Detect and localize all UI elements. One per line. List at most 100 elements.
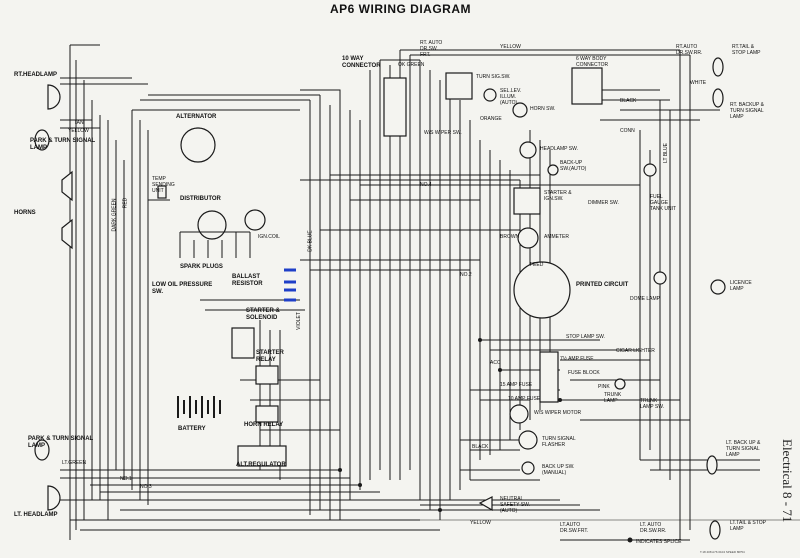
six-way-connector-symbol — [571, 67, 603, 105]
lt-auto-rr-label: LT. AUTO DR.SW.RR. — [640, 522, 667, 534]
fuel-gauge-symbol — [643, 163, 657, 177]
cigar-label: CIGAR LIGHTER — [616, 348, 655, 354]
neutral-safety-label: NEUTRAL SAFETY SW. (AUTO) — [500, 496, 530, 514]
turn-flasher-label: TURN SIGNAL FLASHER — [542, 436, 576, 448]
park-turn-bottom-label: PARK & TURN SIGNAL LAMP — [28, 436, 94, 449]
distributor-symbol — [197, 210, 227, 240]
lt-auto-frt-label: LT.AUTO DR.SW.FRT. — [560, 522, 589, 534]
sel-lev-label: SEL.LEV. ILLUM. (AUTO) — [500, 88, 522, 106]
starter-relay-label: STARTER RELAY — [256, 350, 284, 363]
horn-bottom-symbol — [61, 218, 73, 250]
wire-label-red: RED — [122, 197, 129, 209]
alternator-symbol — [180, 127, 216, 163]
horn-relay-symbol — [255, 405, 279, 423]
ws-wiper-motor-label: W/S WIPER MOTOR — [534, 410, 582, 416]
wire-label-yellow-top: YELLOW — [500, 44, 521, 50]
splice-dots — [338, 338, 633, 543]
page-reference-text: Electrical 8 - 71 — [780, 439, 795, 523]
rt-tail-label: RT.TAIL & STOP LAMP — [732, 44, 761, 56]
turn-sig-sw-symbol — [445, 72, 473, 100]
park-lamp-top-symbol — [34, 129, 50, 151]
battery-symbol — [177, 396, 221, 418]
turn-sig-sw-label: TURN SIG.SW. — [476, 74, 511, 80]
wire-label-yellow-left: YELLOW — [68, 128, 89, 134]
headlamp-sw-symbol — [519, 141, 537, 159]
rt-backup-label: RT. BACKUP & TURN SIGNAL LAMP — [730, 102, 764, 120]
rt-headlamp-label: RT.HEADLAMP — [14, 72, 57, 78]
rt-backup-symbol — [712, 88, 724, 108]
ten-way-label: 10 WAY CONNECTOR — [342, 56, 381, 69]
alt-regulator-label: ALT.REGULATOR — [236, 462, 286, 468]
sel-lev-symbol — [483, 88, 497, 102]
horn-sw-symbol — [512, 102, 528, 118]
wire-label-no1: NO.1 — [120, 476, 132, 482]
starter-ign-symbol — [513, 187, 541, 215]
wire-label-dk-blue: DK BLUE — [307, 230, 314, 252]
starter-ign-label: STARTER & IGN.SW. — [544, 190, 572, 202]
wire-label-white: WHITE — [690, 80, 707, 86]
licence-lamp-symbol — [710, 279, 726, 295]
fuse-block-label: FUSE BLOCK — [568, 370, 600, 376]
ign-coil-label: IGN.COIL — [258, 234, 280, 240]
fuse-15-label: 15 AMP FUSE — [500, 382, 533, 388]
splice-legend: INDICATES SPLICE — [636, 539, 682, 545]
park-turn-top-label: PARK & TURN SIGNAL LAMP — [30, 138, 96, 151]
horn-sw-label: HORN SW. — [530, 106, 556, 112]
spark-plug-leads — [179, 231, 251, 258]
horn-relay-label: HORN RELAY — [244, 422, 284, 428]
rt-auto-dr-rr-label: RT.AUTO DR.SW.RR. — [676, 44, 703, 56]
wire-harness — [60, 44, 800, 541]
park-lamp-bottom-symbol — [34, 439, 50, 461]
ballast-label: BALLAST RESISTOR — [232, 274, 263, 287]
licence-lamp-label: LICENCE LAMP — [730, 280, 752, 292]
wire-label-lt-green: LT.GREEN — [62, 460, 87, 466]
fuel-gauge-label: FUEL GAUGE TANK UNIT — [650, 194, 677, 212]
printed-circuit-symbol — [513, 261, 571, 319]
page-title: AP6 WIRING DIAGRAM — [330, 2, 471, 16]
printed-circuit-label: PRINTED CIRCUIT — [576, 282, 629, 288]
wire-label-tan: TAN — [74, 120, 84, 126]
wire-label-no3: NO.3 — [140, 484, 152, 490]
wire-label-lt-blue: LT BLUE — [662, 143, 669, 163]
lt-tail-label: LT.TAIL & STOP LAMP — [730, 520, 766, 532]
feed-label: FEED — [530, 262, 544, 268]
rt-headlamp-symbol — [47, 84, 61, 110]
wire-label-dark-green: DARK GREEN — [111, 198, 118, 232]
battery-label: BATTERY — [178, 426, 206, 432]
legend-splice-dot — [627, 537, 633, 543]
distributor-label: DISTRIBUTOR — [180, 196, 221, 202]
dimmer-label: DIMMER SW. — [588, 200, 619, 206]
horns-label: HORNS — [14, 210, 36, 216]
stop-lamp-sw-label: STOP LAMP SW. — [566, 334, 605, 340]
six-way-label: 6 WAY BODY CONNECTOR — [576, 56, 609, 68]
headlamp-sw-label: HEADLAMP SW. — [540, 146, 578, 152]
wire-label-yellow-bottom: YELLOW — [470, 520, 491, 526]
lt-backup-label: LT. BACK UP & TURN SIGNAL LAMP — [726, 440, 761, 458]
fuse-block-symbol — [539, 351, 559, 403]
alt-regulator-symbol — [237, 445, 287, 467]
spark-plugs-label: SPARK PLUGS — [180, 264, 223, 270]
turn-flasher-symbol — [518, 430, 538, 450]
rt-auto-dr-frt-label: RT. AUTO DR.SW. FRT. — [420, 40, 443, 58]
temp-sending-label: TEMP SENDING UNIT — [152, 176, 175, 194]
ten-way-connector-symbol — [383, 77, 407, 137]
wire-label-violet: VIOLET — [295, 312, 302, 330]
wire-label-ok-green: OK GREEN — [398, 62, 425, 68]
wire-label-no2: NO.2 — [460, 272, 472, 278]
backup-manual-symbol — [521, 461, 535, 475]
ws-wiper-motor-symbol — [509, 404, 529, 424]
starter-relay-symbol — [255, 365, 279, 385]
backup-sw-auto-label: BACK-UP SW.(AUTO) — [560, 160, 587, 172]
lt-headlamp-symbol — [47, 485, 61, 511]
conn-label: CONN — [620, 128, 635, 134]
lt-tail-symbol — [709, 520, 721, 540]
lt-backup-symbol — [706, 455, 718, 475]
wire-label-orange: ORANGE — [480, 116, 502, 122]
low-oil-label: LOW OIL PRESSURE SW. — [152, 282, 213, 295]
lt-headlamp-label: LT. HEADLAMP — [14, 512, 58, 518]
ign-coil-symbol — [244, 209, 266, 231]
starter-solenoid-label: STARTER & SOLENOID — [246, 308, 280, 321]
ws-wiper-sw-label: W/S WIPER SW. — [424, 130, 462, 136]
wire-label-brown: BROWN — [500, 234, 520, 240]
